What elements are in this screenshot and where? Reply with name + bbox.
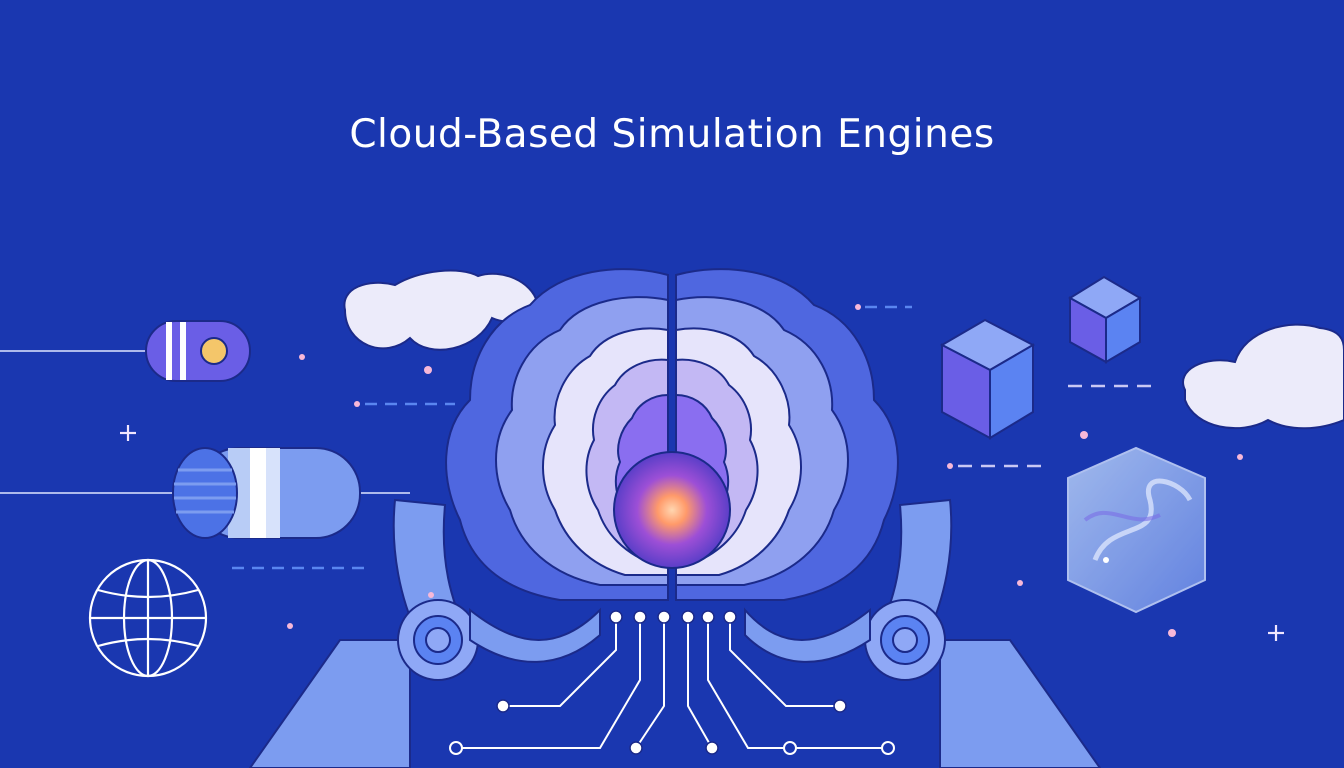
sparkle-icon — [120, 425, 1284, 641]
circuit-icon — [456, 617, 888, 749]
cube-icon-small — [1068, 275, 1142, 364]
page-title: Cloud-Based Simulation Engines — [349, 112, 995, 157]
cloud-icon — [343, 269, 1344, 430]
cylinder-icon — [172, 447, 361, 539]
brain-icon — [445, 268, 899, 601]
dashed-lines — [232, 305, 912, 570]
toggle-icon — [145, 320, 251, 382]
connector-lines-left — [0, 350, 410, 494]
cube-icon — [939, 318, 1036, 440]
decorative-dots — [287, 304, 1243, 637]
glass-cube-icon — [1067, 446, 1206, 614]
dashed-lines-light — [958, 384, 1160, 468]
robot-arm-icon — [248, 498, 1102, 768]
globe-icon — [88, 558, 208, 678]
circuit-end-rings — [449, 741, 895, 755]
circuit-nodes — [496, 610, 847, 755]
